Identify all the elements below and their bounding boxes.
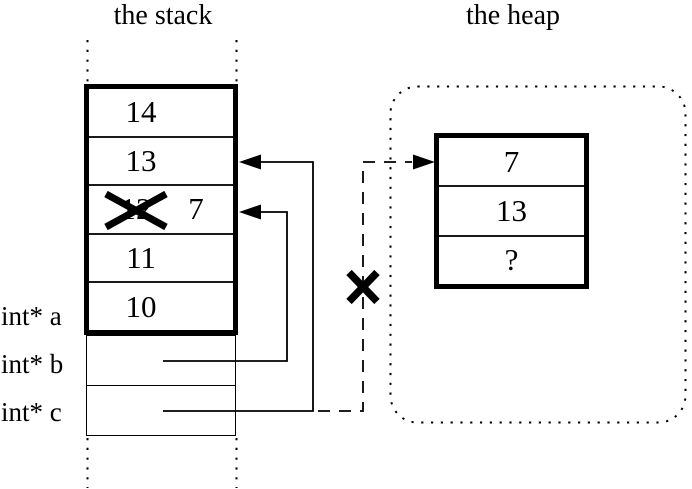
dangling-pointer-arrow [318,154,435,412]
variable-label-c: int* c [1,397,62,427]
overwritten-new-value: 7 [188,191,204,227]
heap-cell-value: 7 [503,143,520,179]
heap-block-box: 7 13 ? [434,133,589,289]
heap-cell: 7 [439,138,584,188]
variable-label-a: int* a [1,301,62,331]
stack-title: the stack [113,0,213,31]
stack-cell-value: 14 [125,94,157,130]
stack-cell: 11 [89,235,233,284]
heap-cell: 13 [439,187,584,237]
stack-cell-overwritten: 12 7 [89,186,233,235]
stack-cell-value: 13 [125,142,157,178]
cross-out-icon [346,269,380,305]
arrow-left-icon [239,154,261,170]
pointer-cell-c [87,386,235,435]
arrow-left-icon [239,204,261,220]
stack-cell-value: 11 [126,240,156,276]
stack-cell: 10 [89,283,233,330]
arrow-right-icon [413,154,435,170]
stack-cell: 14 [89,89,233,138]
heap-cell: ? [439,237,584,284]
stack-cell: 13 [89,138,233,187]
crossed-out-old-value: 12 [120,191,152,227]
variable-label-b: int* b [1,349,64,379]
stack-cell-value: 10 [125,288,157,324]
heap-title: the heap [465,0,561,31]
stack-frame-box: 14 13 12 7 11 10 [84,84,238,335]
pointer-cell-b [87,336,235,386]
heap-cell-value: 13 [496,192,527,228]
heap-cell-value: ? [504,242,519,278]
pointer-variable-cells [86,335,236,436]
